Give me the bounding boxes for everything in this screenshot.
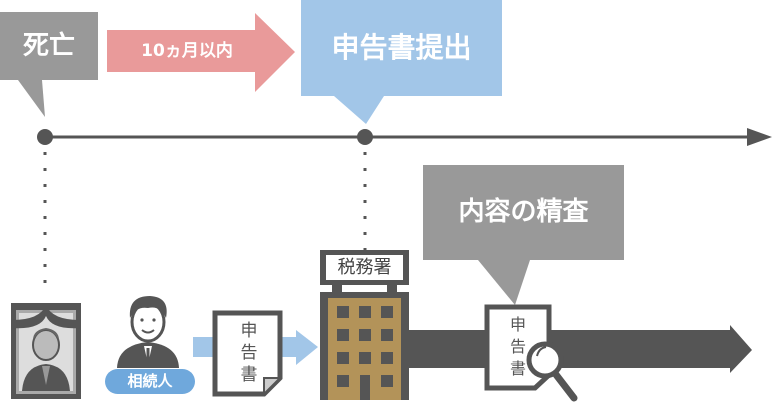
building-window [359, 329, 371, 341]
heir-person-icon [117, 296, 179, 368]
building-window [381, 306, 393, 318]
building-windows [337, 306, 393, 387]
period-arrow [107, 13, 295, 92]
doc-char: 書 [509, 359, 526, 378]
magnifier-icon [526, 341, 578, 402]
timeline-arrowhead [747, 128, 772, 146]
tax-office-label: 税務署 [337, 257, 392, 278]
building-door [360, 375, 370, 400]
doc-char: 告 [509, 337, 526, 356]
tax-return-document-icon [212, 310, 283, 397]
submit-arrow [193, 330, 318, 365]
building-window [337, 375, 349, 387]
building-window [337, 329, 349, 341]
building-window [381, 352, 393, 364]
doc-char: 告 [240, 343, 258, 363]
document-2-text: 申 告 書 [500, 314, 536, 380]
filing-label: 申告書提出 [331, 31, 472, 64]
building-window [359, 306, 371, 318]
heir-label: 相続人 [127, 372, 173, 390]
building-window [381, 329, 393, 341]
review-label: 内容の精査 [458, 197, 589, 227]
building-window [337, 352, 349, 364]
filing-bubble [301, 0, 502, 124]
timeline-point-filing [357, 129, 373, 145]
building-window [337, 306, 349, 318]
building-window [359, 352, 371, 364]
process-arrow [400, 325, 752, 373]
death-bubble [0, 12, 98, 117]
deceased-portrait-icon [11, 303, 81, 399]
death-label: 死亡 [22, 31, 75, 61]
doc-char: 書 [240, 365, 258, 385]
heir-badge [105, 369, 195, 394]
building-window [381, 375, 393, 387]
review-bubble [423, 165, 624, 305]
doc-char: 申 [240, 321, 258, 341]
doc-char: 申 [509, 315, 526, 334]
timeline-point-death [37, 129, 53, 145]
document-1-text: 申 告 書 [218, 320, 280, 386]
period-label: 10ヵ月以内 [141, 41, 233, 61]
